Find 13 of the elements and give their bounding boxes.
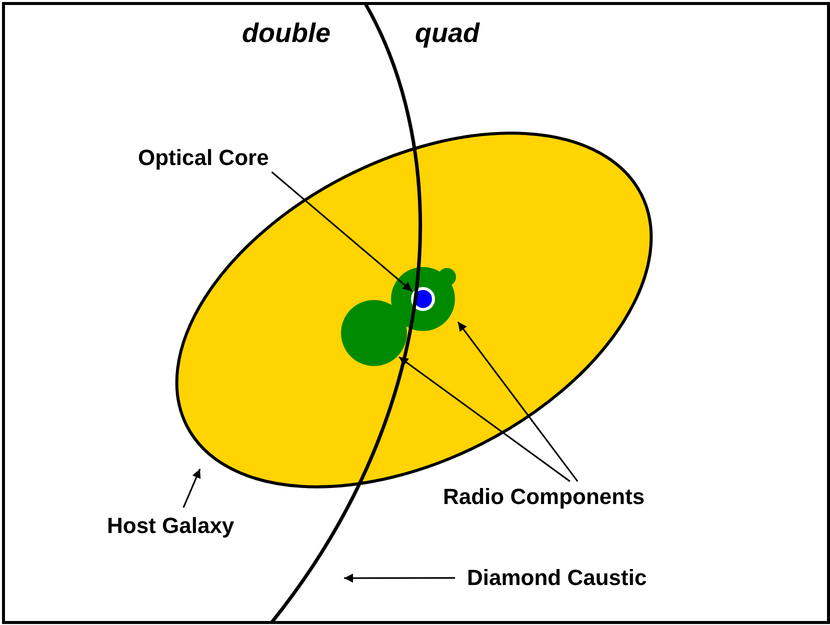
leader-arrow bbox=[271, 171, 412, 292]
region-label: double bbox=[242, 18, 330, 48]
leader-arrow bbox=[457, 322, 578, 482]
leader-arrow bbox=[398, 356, 570, 482]
leader-arrow bbox=[182, 468, 201, 508]
region-label: quad bbox=[415, 18, 480, 48]
callout-label: Radio Components bbox=[443, 484, 675, 511]
radio-component-blob bbox=[391, 265, 458, 331]
callout-label: Diamond Caustic bbox=[467, 565, 673, 592]
leader-arrow bbox=[344, 574, 456, 583]
radio-component-blob bbox=[341, 300, 407, 366]
callout-label: Optical Core bbox=[138, 145, 290, 172]
callout-label: Host Galaxy bbox=[107, 513, 254, 540]
